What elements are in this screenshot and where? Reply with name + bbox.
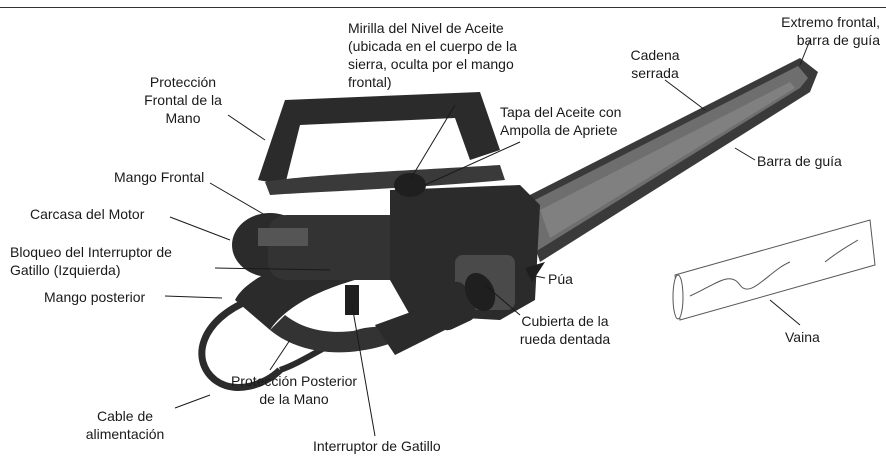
leader-spike [529, 274, 546, 279]
leader-rear-handle [164, 295, 223, 299]
label-oil-sight-line-1: Mirilla del Nivel de Aceite [348, 20, 504, 36]
spike [525, 262, 545, 282]
label-trigger-lock-line-1: Bloqueo del Interruptor de [10, 244, 172, 260]
leader-oil-cap [424, 141, 521, 186]
label-front-hand-guard-line-2: Frontal de la [144, 92, 222, 108]
trigger-switch [345, 285, 359, 315]
label-sprocket-cover: Cubierta de la rueda dentada [505, 312, 625, 348]
motor-body [268, 215, 408, 280]
leader-saw-chain [664, 79, 706, 111]
power-cord [198, 296, 283, 391]
label-sprocket-cover-line-1: Cubierta de la [521, 313, 609, 329]
leader-rear-hand-guard [269, 339, 291, 371]
leader-front-tip [799, 39, 811, 66]
label-oil-sight-line-2: (ubicada en el cuerpo de la [348, 38, 517, 54]
label-sheath: Vaina [785, 329, 820, 345]
label-oil-cap: Tapa del Aceite con Ampolla de Apriete [500, 103, 621, 139]
label-front-handle: Mango Frontal [114, 169, 205, 185]
leader-trigger-switch [351, 304, 376, 437]
label-sprocket-cover-line-2: rueda dentada [519, 331, 611, 347]
leader-guide-bar [734, 147, 756, 161]
leader-sheath [769, 299, 801, 326]
rear-hand-guard [270, 315, 400, 353]
label-rear-hand-guard: Protección Posterior de la Mano [224, 372, 364, 408]
label-rear-hand-guard-line-2: de la Mano [259, 391, 329, 407]
leader-front-hand-guard [227, 114, 266, 141]
label-rear-hand-guard-line-1: Protección Posterior [230, 373, 358, 389]
sheath [672, 219, 876, 321]
label-power-cord-line-1: Cable de [96, 408, 154, 424]
label-saw-chain-line-2: serrada [631, 65, 679, 81]
label-trigger-lock-line-2: Gatillo (Izquierda) [10, 262, 121, 278]
front-handle [265, 165, 505, 195]
leader-oil-sight [409, 104, 456, 181]
label-trigger-switch: Interruptor de Gatillo [313, 438, 441, 454]
leader-power-cord [174, 394, 211, 409]
label-saw-chain: Cadena serrada [618, 46, 692, 82]
front-hand-guard [258, 92, 500, 185]
motor-label [258, 228, 308, 246]
label-front-hand-guard: Protección Frontal de la Mano [128, 73, 238, 127]
label-oil-sight-line-3: sierra, oculta por el mango [348, 56, 514, 72]
label-front-hand-guard-line-3: Mano [165, 110, 201, 126]
label-trigger-lock: Bloqueo del Interruptor de Gatillo (Izqu… [10, 243, 172, 279]
label-power-cord-line-2: alimentación [85, 426, 165, 442]
label-front-hand-guard-line-1: Protección [149, 74, 217, 90]
label-rear-handle: Mango posterior [44, 289, 146, 305]
oil-cap [394, 173, 426, 197]
label-front-tip: Extremo frontal, barra de guía [740, 13, 880, 49]
label-motor-housing: Carcasa del Motor [30, 206, 145, 222]
label-oil-cap-line-2: Ampolla de Apriete [500, 122, 618, 138]
label-power-cord: Cable de alimentación [72, 407, 178, 443]
top-rule [0, 7, 886, 8]
label-front-tip-line-2: barra de guía [796, 32, 880, 48]
guide-bar-group [520, 58, 818, 262]
label-spike: Púa [548, 271, 573, 287]
leader-trigger-lock [214, 267, 331, 271]
leader-lines [164, 39, 811, 437]
label-front-tip-line-1: Extremo frontal, [781, 14, 880, 30]
leader-motor-housing [169, 216, 231, 241]
label-saw-chain-line-1: Cadena [630, 47, 680, 63]
leader-front-handle [209, 182, 266, 216]
label-oil-sight-glass: Mirilla del Nivel de Aceite (ubicada en … [348, 19, 517, 91]
guide-bar-highlight [540, 82, 795, 238]
label-guide-bar: Barra de guía [757, 153, 842, 169]
label-oil-sight-line-4: frontal) [348, 74, 392, 90]
power-plug [375, 272, 496, 355]
leader-sprocket-cover [484, 284, 521, 316]
label-oil-cap-line-1: Tapa del Aceite con [500, 104, 622, 120]
